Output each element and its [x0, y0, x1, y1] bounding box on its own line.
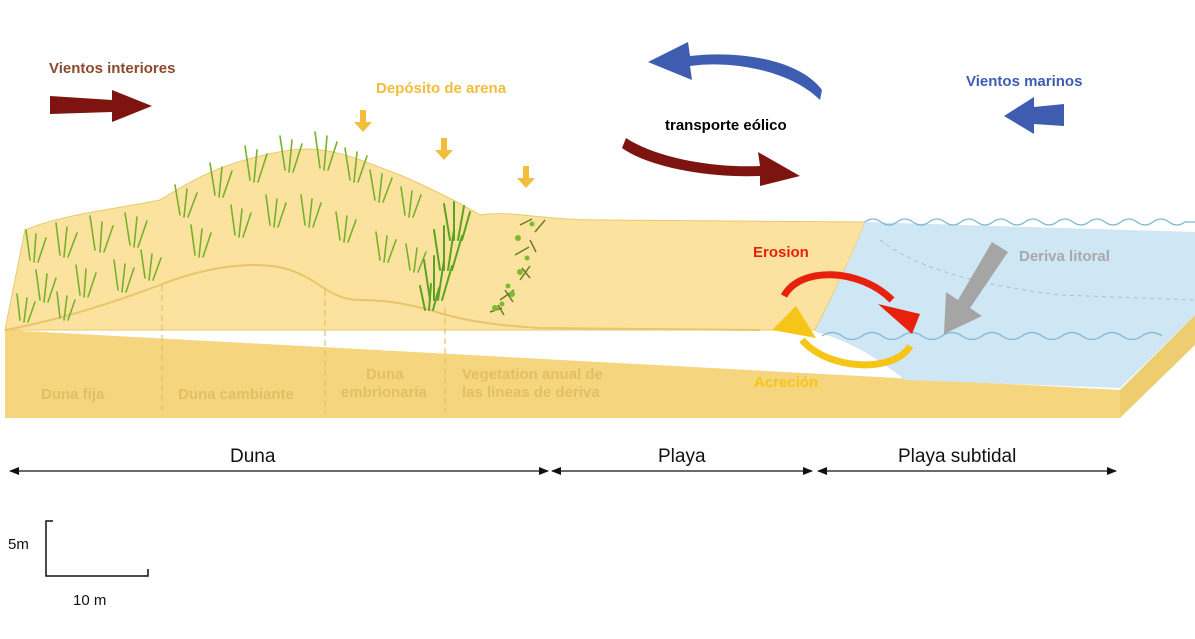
sand-deposit-label: Depósito de arena: [376, 80, 507, 97]
zone-fixed-dune: Duna fija: [41, 386, 105, 403]
zone-embryonic-dune-line2: embrionaria: [341, 384, 427, 401]
erosion-arrowhead: [878, 304, 920, 334]
zone-shifting-dune: Duna cambiante: [178, 386, 294, 403]
dune-profile-line: [4, 264, 761, 331]
dune-grass: [16, 131, 427, 323]
accretion-arrowhead: [772, 306, 816, 338]
zone-dividers: [161, 285, 446, 412]
scale-bar: [45, 520, 149, 577]
zone-drift-vegetation-line2: las lineas de deriva: [462, 384, 600, 401]
sea-wind-label: Vientos marinos: [966, 73, 1083, 90]
aeolian-transport-red-arrow: [622, 138, 800, 186]
sand-deposit-arrows: [354, 110, 535, 188]
block-side-face: [1120, 315, 1195, 418]
sea-wind-arrow: [1004, 97, 1064, 134]
zone-embryonic-dune-line1: Duna: [366, 366, 404, 383]
water-depth-dashes: [879, 239, 1195, 301]
longshore-drift-label: Deriva litoral: [1019, 248, 1110, 265]
scale-vertical-label: 5m: [8, 536, 29, 553]
water-surface-waves: [864, 218, 1195, 226]
section-dune: Duna: [230, 446, 276, 467]
scale-horizontal-label: 10 m: [73, 592, 107, 609]
aeolian-transport-blue-arrow: [648, 42, 822, 100]
erosion-arrow: [780, 271, 895, 303]
longshore-drift-arrow: [944, 242, 1008, 334]
accretion-arrow: [799, 337, 914, 369]
inland-wind-arrow: [50, 90, 152, 122]
section-subtidal-beach: Playa subtidal: [898, 446, 1017, 467]
accretion-label: Acreción: [754, 374, 819, 391]
drift-line-plants: [492, 221, 535, 311]
section-beach: Playa: [658, 446, 706, 467]
embryonic-dune-grass: [419, 201, 471, 311]
inland-wind-label: Vientos interiores: [49, 60, 176, 77]
block-front-face: [5, 330, 1120, 418]
drift-line-vegetation: [489, 218, 546, 316]
aeolian-transport-label: transporte eólico: [665, 117, 787, 134]
zone-drift-vegetation-line1: Vegetation anual de: [462, 366, 603, 383]
erosion-label: Erosion: [753, 244, 809, 261]
water-front-waves: [821, 331, 1163, 341]
